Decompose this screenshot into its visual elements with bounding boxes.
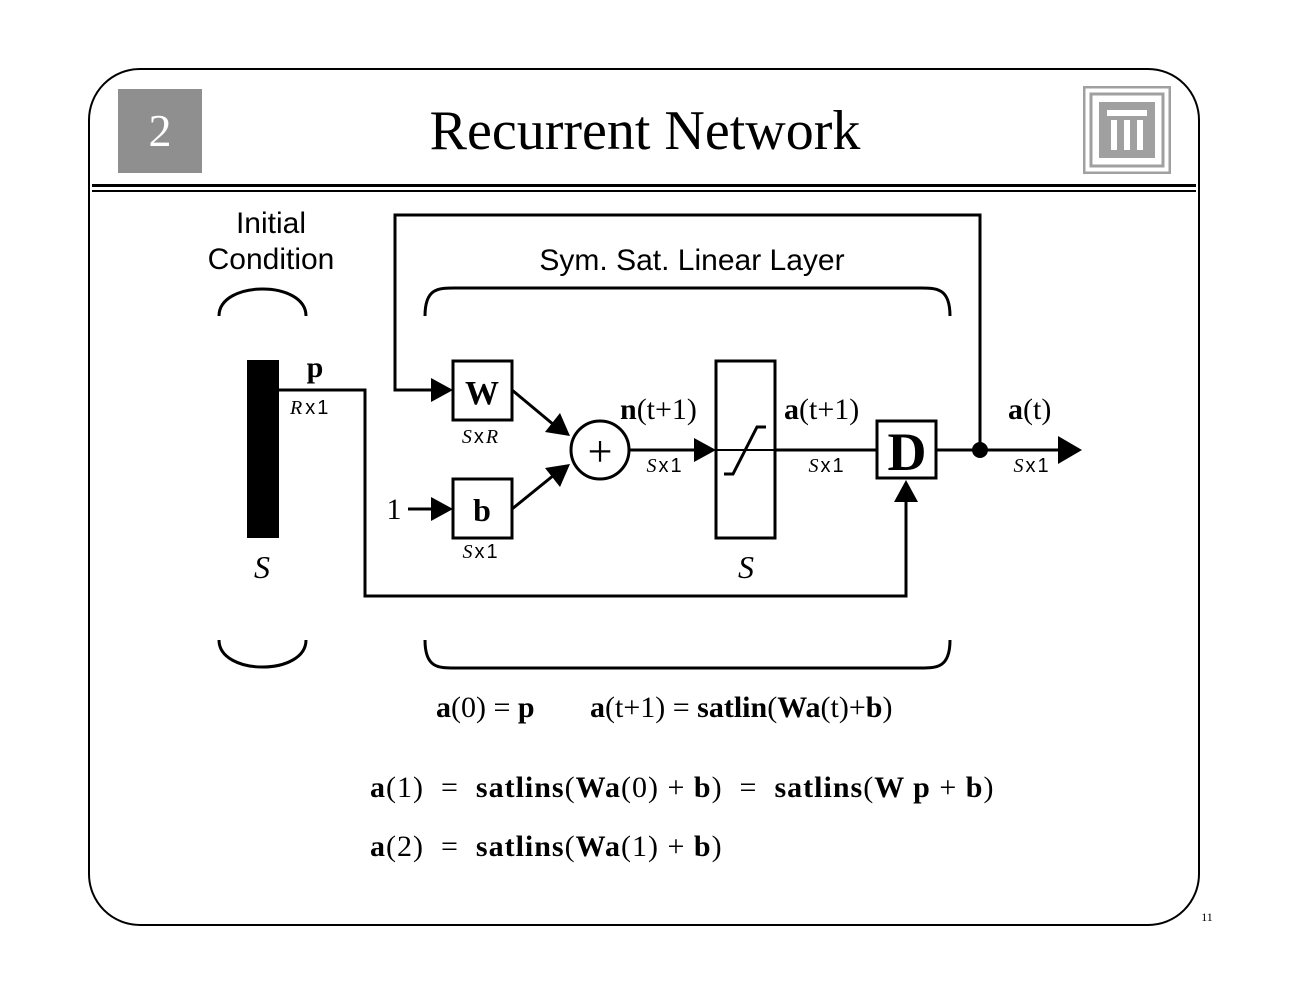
input-to-delay-wire	[279, 388, 908, 598]
second-iteration-equation: a(2) = satlins(Wa(1) + b)	[370, 830, 723, 863]
satlins-curve	[724, 425, 766, 476]
chapter-number-badge: 2	[118, 89, 202, 173]
layer-bottom-brace	[423, 639, 952, 670]
title-rule-thin	[92, 190, 1196, 192]
delay-symbol: D	[888, 422, 927, 482]
weight-symbol: W	[465, 375, 499, 412]
bias-to-sum-wire	[511, 473, 555, 511]
update-equation: a(t+1) = satlin(Wa(t)+b)	[590, 691, 893, 724]
input-size-label: S	[254, 549, 270, 585]
initial-condition-bottom-brace	[217, 639, 308, 669]
bias-to-sum-arrowhead	[545, 464, 570, 487]
layer-top-brace	[423, 286, 952, 317]
layer-size-label: S	[738, 549, 754, 585]
layer-output-label: a(t+1)	[784, 393, 859, 426]
chapter-number: 2	[148, 105, 172, 156]
slide-title: Recurrent Network	[429, 100, 861, 162]
output-junction-dot	[972, 442, 988, 458]
slide-frame	[88, 68, 1200, 926]
weight-to-sum-arrowhead	[545, 413, 570, 436]
feedback-arrowhead	[431, 378, 453, 402]
output-arrowhead	[1058, 436, 1082, 464]
bias-input-arrowhead	[431, 497, 453, 521]
sum-to-transfer-arrowhead	[694, 438, 716, 462]
delay-box	[875, 419, 938, 480]
input-symbol: p	[307, 351, 324, 384]
bias-box	[451, 477, 514, 540]
weight-to-sum-wire	[511, 388, 555, 427]
initial-condition-label-line2: Condition	[208, 243, 335, 276]
initial-condition-top-brace	[217, 287, 308, 317]
output-label: a(t)	[1008, 393, 1051, 426]
layer-label: Sym. Sat. Linear Layer	[539, 244, 844, 277]
bias-input-constant: 1	[387, 493, 402, 526]
delay-input-arrowhead	[894, 480, 918, 502]
page-number: 11	[1201, 910, 1213, 924]
feedback-wire	[393, 213, 982, 450]
bias-symbol: b	[473, 492, 491, 528]
first-iteration-equation: a(1) = satlins(Wa(0) + b) = satlins(W p …	[370, 771, 995, 804]
input-vector-bar	[247, 360, 279, 538]
net-input-label: n(t+1)	[620, 393, 697, 426]
initial-condition-equation: a(0) = p	[436, 691, 535, 724]
summation-symbol: +	[588, 427, 613, 476]
title-rule-thick	[92, 184, 1196, 187]
temple-columns-icon	[1082, 85, 1172, 179]
initial-condition-label-line1: Initial	[236, 207, 306, 240]
